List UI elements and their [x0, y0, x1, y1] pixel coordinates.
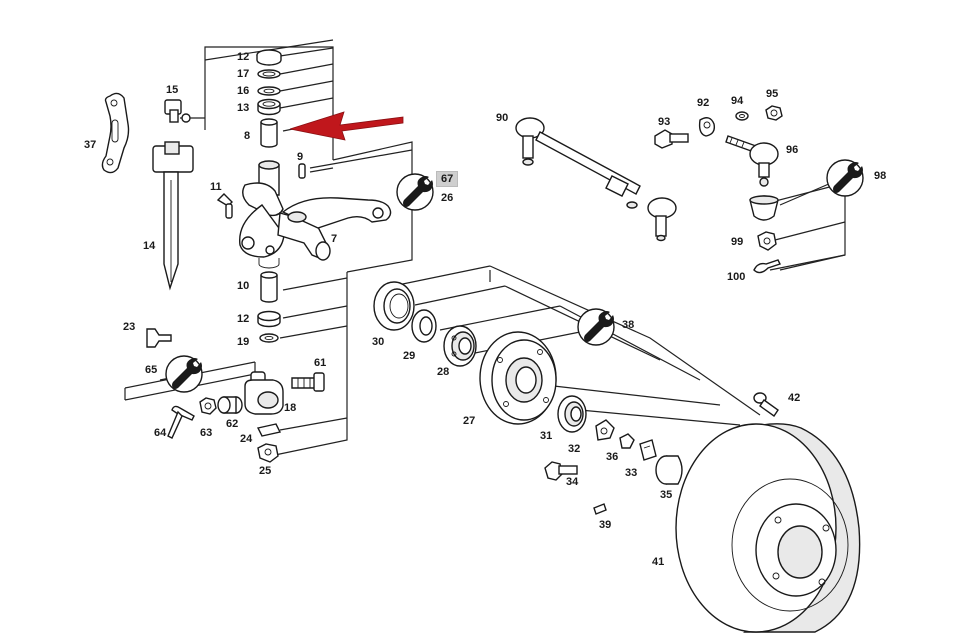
- part-label: 93: [658, 116, 671, 128]
- part-pin-39: [593, 503, 607, 515]
- part-boot-97: [749, 195, 779, 221]
- part-label: 26: [441, 192, 454, 204]
- part-label: 7: [331, 233, 338, 245]
- wrench-icon: [577, 308, 615, 346]
- part-label: 10: [237, 280, 250, 292]
- pointer-arrow: [289, 111, 404, 141]
- part-grease-nipple-11: [216, 193, 233, 219]
- part-label: 63: [200, 427, 213, 439]
- part-label: 29: [403, 350, 416, 362]
- part-nut-63: [199, 397, 217, 415]
- part-seal-30: [373, 281, 415, 331]
- part-cotter-pin-100: [753, 259, 781, 274]
- part-bearing-31: [557, 395, 587, 433]
- part-label: 98: [874, 170, 887, 182]
- part-tie-rod-90: [515, 117, 677, 242]
- part-label: 12: [237, 313, 250, 325]
- part-label: 30: [372, 336, 385, 348]
- part-clamp-nut-33: [639, 439, 657, 461]
- part-bushing-10: [260, 271, 278, 303]
- part-label: 38: [622, 319, 635, 331]
- part-label: 31: [540, 430, 553, 442]
- part-bolt-42: [753, 392, 779, 417]
- part-label: 32: [568, 443, 581, 455]
- part-hub-27: [479, 331, 557, 425]
- part-label: 42: [788, 392, 801, 404]
- part-fitting-15: [164, 99, 191, 123]
- part-ring-17: [257, 69, 281, 79]
- part-label: 18: [284, 402, 297, 414]
- part-label: 28: [437, 366, 450, 378]
- part-label: 17: [237, 68, 250, 80]
- part-pin-9: [298, 163, 306, 179]
- part-ball-joint-18: [244, 371, 284, 415]
- part-label: 95: [766, 88, 779, 100]
- highlighted-part-label[interactable]: 67: [436, 171, 459, 187]
- part-label: 64: [154, 427, 167, 439]
- part-grease-nipple-23: [146, 328, 172, 348]
- part-bolt-93: [654, 129, 689, 149]
- wrench-icon: [826, 159, 864, 197]
- part-label: 41: [652, 556, 665, 568]
- part-label: 16: [237, 85, 250, 97]
- part-cap-35: [655, 455, 683, 485]
- part-label: 27: [463, 415, 476, 427]
- part-label: 92: [697, 97, 710, 109]
- part-label: 35: [660, 489, 673, 501]
- part-plate-37: [101, 92, 130, 174]
- wrench-icon: [396, 173, 434, 211]
- part-label: 61: [314, 357, 327, 369]
- part-washer-12-bottom: [257, 310, 281, 328]
- part-bolt-34: [544, 461, 578, 481]
- part-label: 13: [237, 102, 250, 114]
- part-bearing-28: [443, 325, 477, 367]
- part-bushing-8: [260, 118, 278, 148]
- part-label: 99: [731, 236, 744, 248]
- part-label: 15: [166, 84, 179, 96]
- part-label: 100: [727, 271, 746, 283]
- part-nut-99: [757, 231, 777, 251]
- part-label: 9: [297, 151, 304, 163]
- part-brake-disc-41: [675, 423, 861, 633]
- part-label: 24: [240, 433, 253, 445]
- part-label: 90: [496, 112, 509, 124]
- part-label: 19: [237, 336, 250, 348]
- part-label: 14: [143, 240, 156, 252]
- part-washer-32: [595, 419, 615, 441]
- part-sleeve-62: [217, 396, 243, 414]
- part-nut-36: [619, 433, 635, 449]
- part-nut-25: [257, 443, 279, 463]
- part-label: 23: [123, 321, 136, 333]
- part-ring-19: [259, 333, 279, 343]
- part-label: 96: [786, 144, 799, 156]
- part-cotter-pin-64: [167, 405, 195, 439]
- part-label: 36: [606, 451, 619, 463]
- part-label: 33: [625, 467, 638, 479]
- part-label: 11: [210, 181, 222, 193]
- part-ball-joint-96: [725, 135, 779, 187]
- wrench-icon: [165, 355, 203, 393]
- part-washer-24: [256, 423, 282, 437]
- part-washer-12-top: [256, 49, 282, 66]
- part-label: 62: [226, 418, 239, 430]
- part-label: 94: [731, 95, 744, 107]
- part-label: 25: [259, 465, 272, 477]
- part-clip-92: [698, 117, 716, 137]
- part-strut-14: [152, 141, 194, 291]
- part-steering-knuckle-7: [238, 160, 392, 269]
- part-label: 12: [237, 51, 250, 63]
- part-label: 39: [599, 519, 612, 531]
- part-nut-95: [765, 105, 783, 121]
- part-label: 37: [84, 139, 97, 151]
- part-label: 34: [566, 476, 579, 488]
- part-bolt-61: [291, 372, 325, 392]
- part-ring-16: [257, 86, 281, 96]
- part-washer-94: [735, 111, 749, 121]
- part-label: 65: [145, 364, 158, 376]
- part-ring-29: [411, 309, 437, 343]
- part-bearing-13: [257, 98, 281, 116]
- part-label: 8: [244, 130, 251, 142]
